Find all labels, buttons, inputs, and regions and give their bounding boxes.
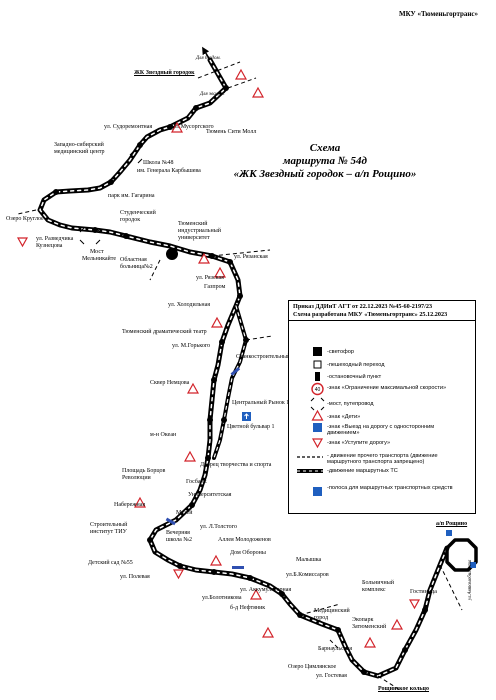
legend-item-speed-limit: -знак «Ограничение максимальной скорости… — [327, 385, 447, 391]
label-okeya: м-н Океан — [150, 432, 177, 438]
legend-item-route-line: -движение маршрутных ТС — [327, 468, 398, 474]
title-line2: маршрута № 54д — [282, 155, 367, 167]
label-alleya: Аллея Молодоженов — [218, 537, 271, 543]
legend-scheme: Схема разработана МКУ «Тюменьгортранс» 2… — [293, 310, 448, 318]
label-tolstogo: ул. Л.Толстого — [200, 524, 237, 530]
start-arrow — [202, 46, 211, 61]
label-drama-theatre: Тюменский драматический театр — [122, 329, 207, 335]
legend-symbols: 40 — [297, 347, 325, 496]
label-hotel: Гостиница — [410, 589, 437, 595]
legend-item-other-traffic: - движение прочего транспорта (движение … — [327, 453, 438, 466]
legend-item-crosswalk: -пешеходный переход — [327, 362, 385, 368]
legend-order: Приказ ДДИиТ АГТ от 22.12.2023 №45-60-21… — [293, 303, 433, 310]
label-razvedchika: ул. Разведчика Кузнецова — [36, 236, 74, 249]
legend-item-bus-stop: -остановочный пункт — [327, 374, 382, 380]
label-ryazanskaya: ул. Рязанская — [234, 254, 268, 260]
other-traffic-lines — [17, 61, 463, 691]
terminal-start: ЖК Звездный городок — [134, 70, 195, 76]
label-melnikayte: Мельникайте — [82, 256, 117, 262]
label-malyshka: Малышка — [296, 557, 322, 563]
label-stroitelny: Станкостроительный завод — [236, 354, 306, 360]
label-gazprom: Газпром — [204, 284, 226, 290]
label-tyumen-city-mall: Тюмень Сити Молл — [206, 129, 257, 135]
label-kindergarten: Детский сад №55 — [88, 560, 133, 566]
title-line1: Схема — [309, 142, 341, 154]
label-square-fighters: Площадь Борцов Революции — [122, 468, 166, 481]
label-dlya-bezdomnyh: Для бездом. — [196, 56, 221, 61]
bus-lane-marks — [165, 367, 244, 569]
legend-item-children: -знак «Дети» — [327, 414, 361, 420]
route-line — [37, 57, 478, 679]
label-ozero-tsimlyanskoe: Озеро Цимлянское — [288, 664, 337, 670]
label-holodilnaya: ул. Холодильная — [168, 302, 211, 308]
map-title: Схема маршрута № 54д «ЖК Звездный городо… — [230, 142, 420, 181]
label-barnaulskaya: Барнаульская — [318, 646, 353, 652]
label-neftyanik: б-д Нефтяник — [230, 605, 266, 611]
label-avtomobilnaya: ул.Автомобилиста — [468, 559, 473, 600]
label-bolotnikova: ул.Болотникова — [202, 595, 242, 601]
terminal-end: а/п Рощино — [436, 521, 468, 527]
label-tsvetnoy: Цветной бульвар 1 — [227, 424, 275, 430]
label-komissarov: ул.Б.Комиссаров — [286, 572, 329, 578]
label-naberezhnaya: Набережная — [114, 502, 146, 508]
terminal-ring: Рощинское кольцо — [378, 686, 429, 692]
label-akkumulyatornaya: ул. Аккумуляторная — [240, 587, 292, 593]
label-gosbank: Госбанк — [186, 479, 207, 485]
label-karbyshev: им. Генерала Карбышева — [137, 168, 201, 174]
label-gorkogo: ул. М.Горького — [172, 343, 211, 349]
legend-item-traffic-light: -светофор — [327, 349, 354, 355]
legend-item-bus-lane: -полоса для маршрутных транспортных сред… — [327, 485, 453, 491]
bridges — [79, 150, 143, 245]
label-medical-town: Медицинский город — [314, 608, 350, 621]
children-signs — [133, 68, 404, 648]
label-palace: Дворец творчества и спорта — [200, 462, 272, 468]
legend-item-one-way: -знак «Выезд на дорогу с односторонним д… — [327, 424, 435, 437]
label-hospital-complex: Больничный комплекс — [362, 580, 394, 593]
label-university: Университетская — [188, 492, 232, 498]
label-vechernyaya: Вечерняя школа №2 — [166, 530, 193, 543]
legend-box: Приказ ДДИиТ АГТ от 22.12.2023 №45-60-21… — [288, 300, 476, 514]
yield-signs — [16, 237, 421, 610]
label-ryazhskaya: ул. Рязская — [196, 275, 224, 281]
label-museum: Музей — [176, 510, 193, 516]
label-industrial-univ: Тюменский индустриальный университет — [178, 221, 221, 241]
legend-item-bridge: -мост, путепровод — [327, 401, 374, 407]
label-ecopark: Экопарк Затюменский — [352, 617, 387, 630]
legend-header: Приказ ДДИиТ АГТ от 22.12.2023 №45-60-21… — [289, 301, 475, 321]
label-polevaya: ул. Полевая — [120, 574, 150, 580]
organization-header: МКУ «Тюменьгортранс» — [399, 10, 478, 18]
label-stroy-inst: Строительный институт ТИУ — [90, 522, 128, 535]
label-ozero-krugloe: Озеро Круглое — [6, 216, 44, 222]
label-most: Мост — [90, 249, 104, 255]
label-dom-oborony: Дом Обороны — [230, 550, 266, 556]
label-gostevaya: ул. Гостевая — [316, 673, 347, 679]
one-way-signs — [242, 412, 251, 421]
label-park-gagarina: парк им. Гагарина — [108, 193, 155, 199]
rochino-ring-stops — [446, 530, 476, 568]
legend-item-yield: -знак «Уступите дорогу» — [327, 440, 391, 446]
label-oblast-hospital: Областная больница№2 — [120, 257, 153, 270]
speed-limit-value: 40 — [315, 387, 321, 393]
label-med-center: Западно-сибирский медицинский центр — [54, 142, 105, 155]
title-line3: «ЖК Звездный городок – а/п Рощино» — [233, 168, 417, 180]
label-school48: Школа №48 — [143, 160, 174, 166]
label-nemtsova: Сквер Немцова — [150, 380, 190, 386]
label-central-market: Центральный Рынок 1 — [232, 400, 290, 406]
label-sudoremontnaya: ул. Судоремонтная — [104, 124, 153, 130]
label-musorgsky: ул. Мусоргского — [172, 124, 214, 130]
label-student-town: Студенческий городок — [120, 210, 156, 223]
label-dlya-bezdomnyh2: Для эвалуас — [200, 92, 225, 97]
